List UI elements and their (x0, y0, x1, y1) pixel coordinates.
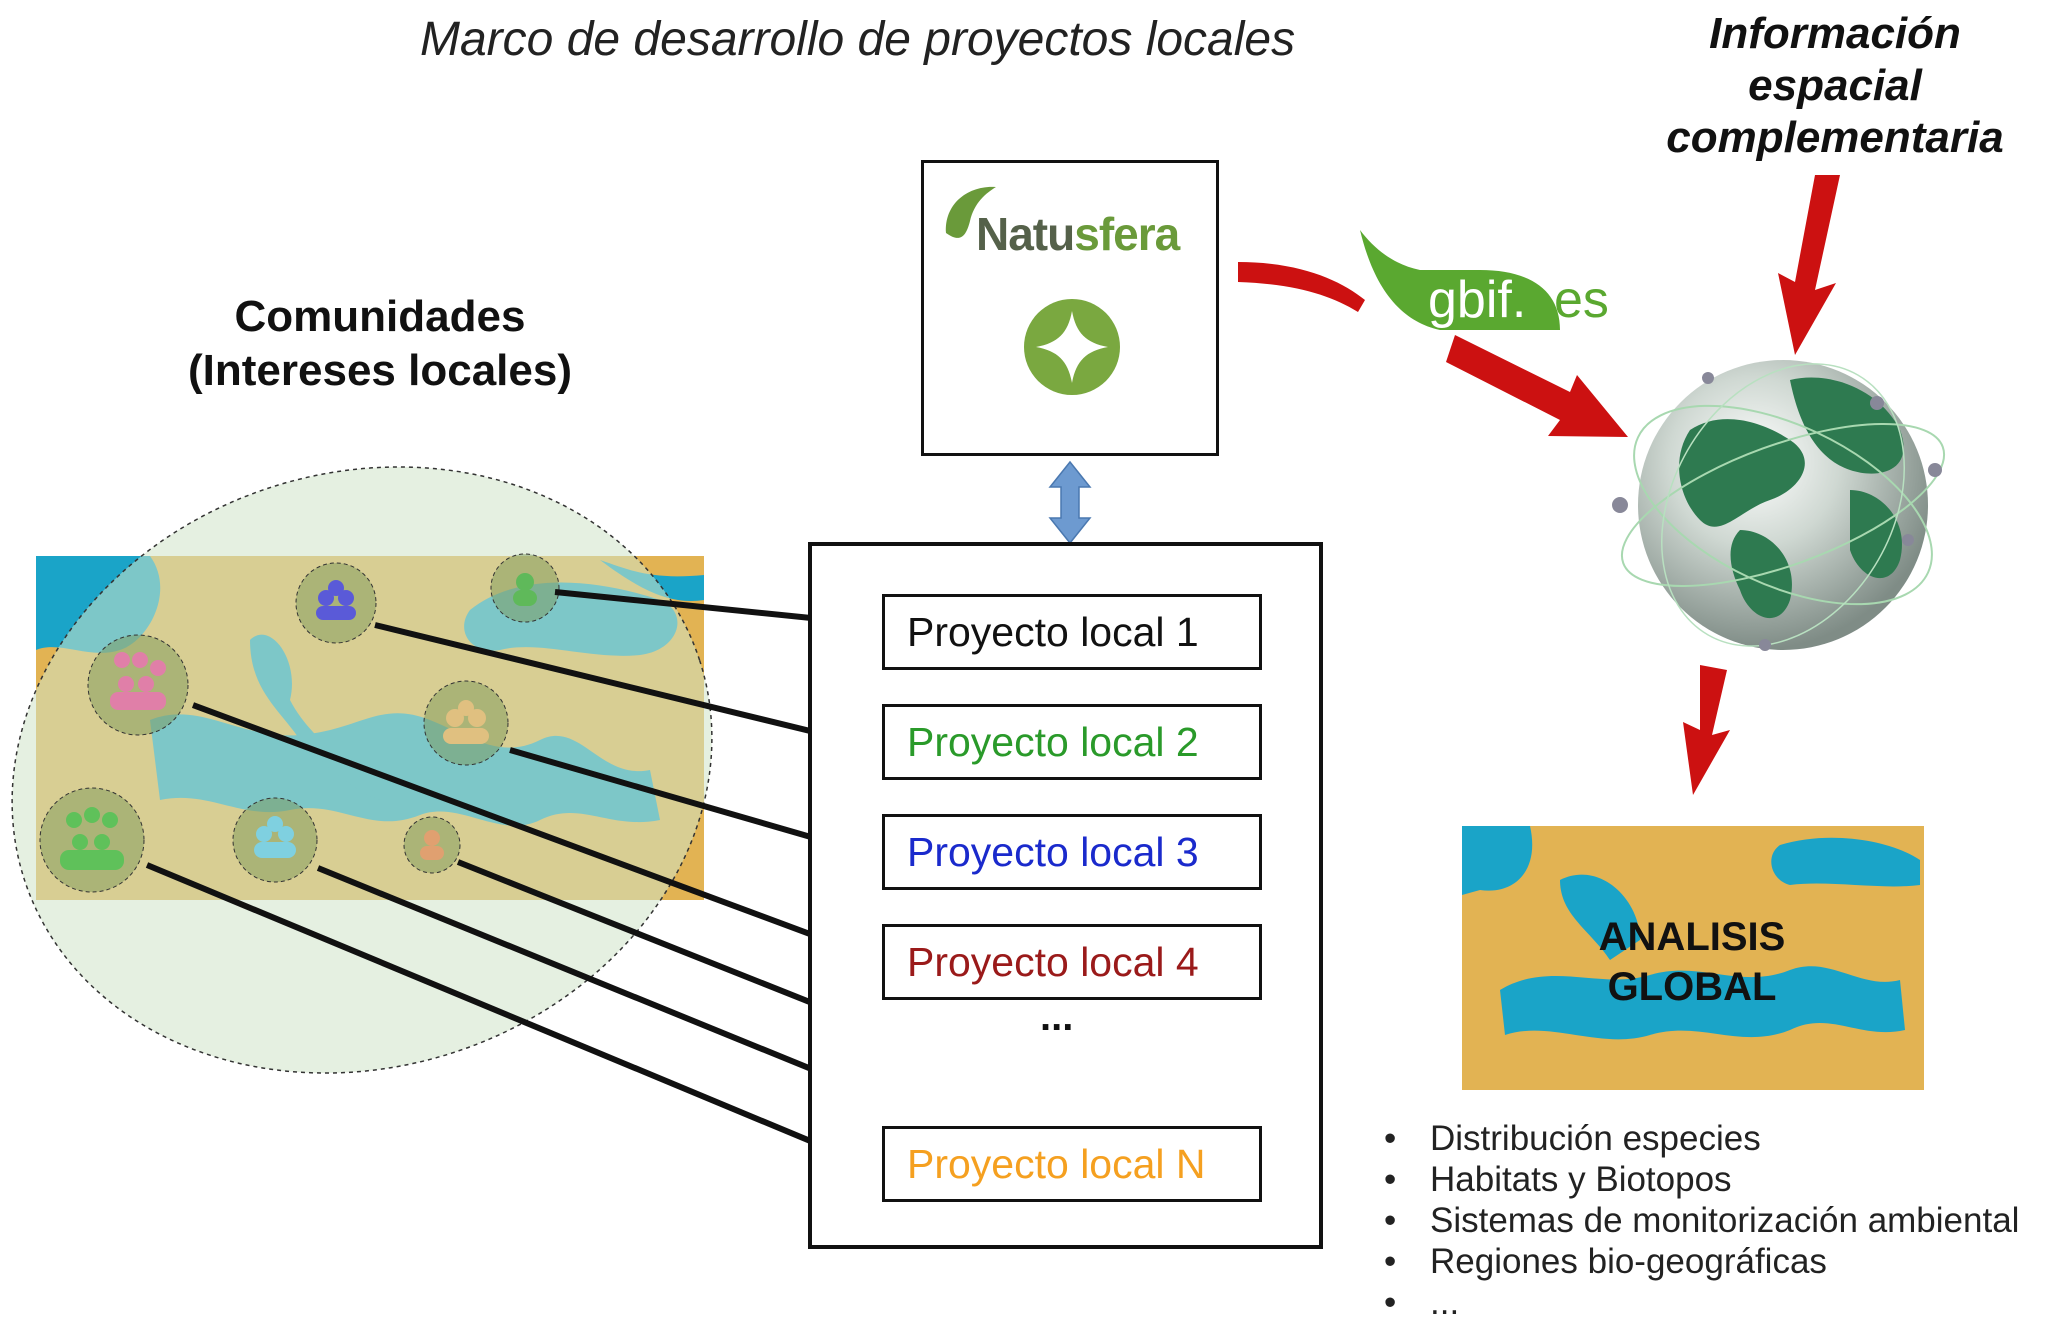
project-label: Proyecto local 2 (907, 719, 1199, 765)
people-group-icon (403, 816, 461, 874)
analysis-label: ANALISIS GLOBAL (1462, 912, 1922, 1012)
natusfera-wordmark: Natusfera (976, 207, 1180, 261)
people-group-icon (39, 787, 145, 893)
bullet-item: Habitats y Biotopos (1380, 1159, 2019, 1200)
bullet-item: Regiones bio-geográficas (1380, 1241, 2019, 1282)
bullet-item: Sistemas de monitorización ambiental (1380, 1200, 2019, 1241)
natusfera-wordmark-part: sfera (1074, 208, 1180, 260)
people-group-icon (295, 562, 377, 644)
analysis-label-line: ANALISIS (1598, 915, 1786, 959)
project-box: Proyecto local 1 (882, 594, 1262, 670)
analysis-bullets: Distribución especies Habitats y Biotopo… (1380, 1118, 2019, 1323)
project-label: Proyecto local 3 (907, 829, 1199, 875)
info-title: Información espacial complementaria (1600, 8, 2060, 164)
diagram-title: Marco de desarrollo de proyectos locales (420, 13, 1296, 66)
people-group-icon (232, 797, 318, 883)
projects-ellipsis: ... (1040, 995, 1074, 1039)
analysis-label-line: GLOBAL (1607, 965, 1777, 1009)
analysis-map (1462, 826, 1924, 1090)
info-title-line: espacial (1748, 61, 1922, 110)
bullet-item: ... (1380, 1282, 2019, 1323)
project-box: Proyecto local N (882, 1126, 1262, 1202)
globe-icon (1612, 360, 1946, 651)
community-zone (11, 466, 713, 1074)
communities-title-line: (Intereses locales) (188, 346, 572, 395)
gbif-logo-icon (1360, 230, 1560, 330)
natusfera-wordmark-part: Natu (976, 208, 1075, 260)
people-group-icon (423, 680, 509, 766)
project-box: Proyecto local 2 (882, 704, 1262, 780)
project-box: Proyecto local 4 (882, 924, 1262, 1000)
bullet-item: Distribución especies (1380, 1118, 2019, 1159)
info-title-line: complementaria (1666, 113, 2004, 162)
people-group-icon (87, 634, 189, 736)
red-arrows (1238, 175, 1840, 795)
people-group-icon (490, 553, 560, 623)
info-title-line: Información (1709, 9, 1961, 58)
gbif-name: gbif. (1428, 271, 1527, 329)
double-arrow-icon (1048, 460, 1092, 545)
project-label: Proyecto local 4 (907, 939, 1199, 985)
project-box: Proyecto local 3 (882, 814, 1262, 890)
project-label: Proyecto local 1 (907, 609, 1199, 655)
communities-title-line: Comunidades (234, 292, 526, 341)
gbif-suffix: es (1554, 271, 1609, 329)
natusfera-logo-icon (945, 186, 1120, 395)
natusfera-box: Natusfera (921, 160, 1219, 456)
communities-title: Comunidades (Intereses locales) (130, 290, 630, 398)
project-label: Proyecto local N (907, 1141, 1206, 1187)
